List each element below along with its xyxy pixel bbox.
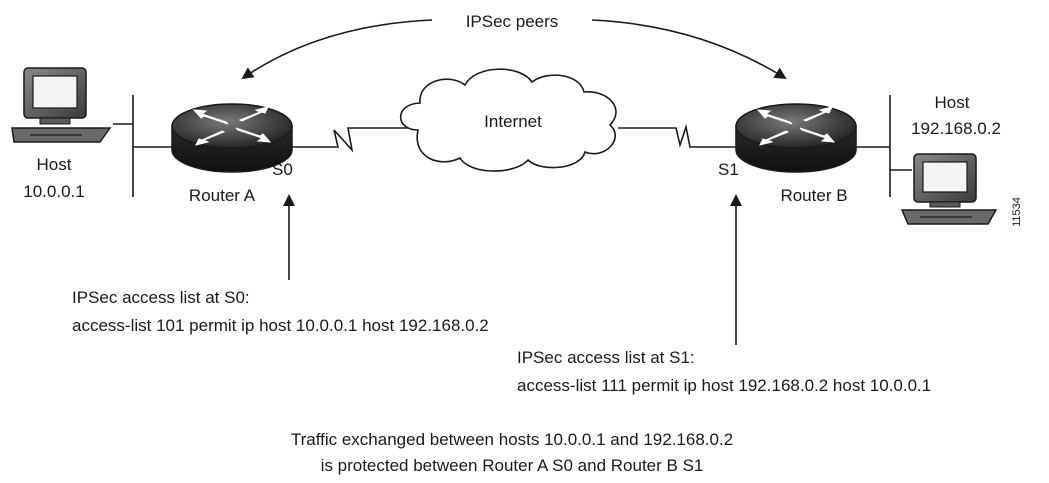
right-host-name: Host xyxy=(935,93,970,112)
caption-line-1: Traffic exchanged between hosts 10.0.0.1… xyxy=(291,430,733,449)
cloud-icon: Internet xyxy=(400,68,617,172)
router-b-name: Router B xyxy=(780,186,847,205)
cloud-label: Internet xyxy=(484,112,542,131)
pc-icon xyxy=(11,67,112,143)
caption-line-2: is protected between Router A S0 and Rou… xyxy=(321,456,704,475)
peers-label: IPSec peers xyxy=(466,12,559,31)
router-a-name: Router A xyxy=(189,186,256,205)
left-host-ip: 10.0.0.1 xyxy=(23,182,84,201)
right-host-ip: 192.168.0.2 xyxy=(911,119,1001,138)
router-icon xyxy=(171,103,293,173)
serial-link-s0 xyxy=(285,127,408,153)
ipsec-peers-arrows: IPSec peers xyxy=(241,12,787,80)
serial-links xyxy=(285,123,744,153)
acl-s0-rule: access-list 101 permit ip host 10.0.0.1 … xyxy=(72,316,489,335)
figure-number: 11534 xyxy=(1011,197,1023,227)
router-b-interface: S1 xyxy=(718,160,739,179)
acl-s0-title: IPSec access list at S0: xyxy=(72,288,250,307)
right-lan xyxy=(856,95,912,197)
left-host-name: Host xyxy=(37,155,72,174)
router-a-interface: S0 xyxy=(272,160,293,179)
acl-s1-rule: access-list 111 permit ip host 192.168.0… xyxy=(517,376,931,395)
pc-icon xyxy=(900,153,998,225)
peers-arrow-left xyxy=(241,19,433,80)
left-lan xyxy=(113,95,172,197)
peers-arrow-right xyxy=(591,19,787,80)
serial-link-s1 xyxy=(618,123,744,148)
router-icon xyxy=(735,103,857,173)
acl-s1-title: IPSec access list at S1: xyxy=(517,348,695,367)
